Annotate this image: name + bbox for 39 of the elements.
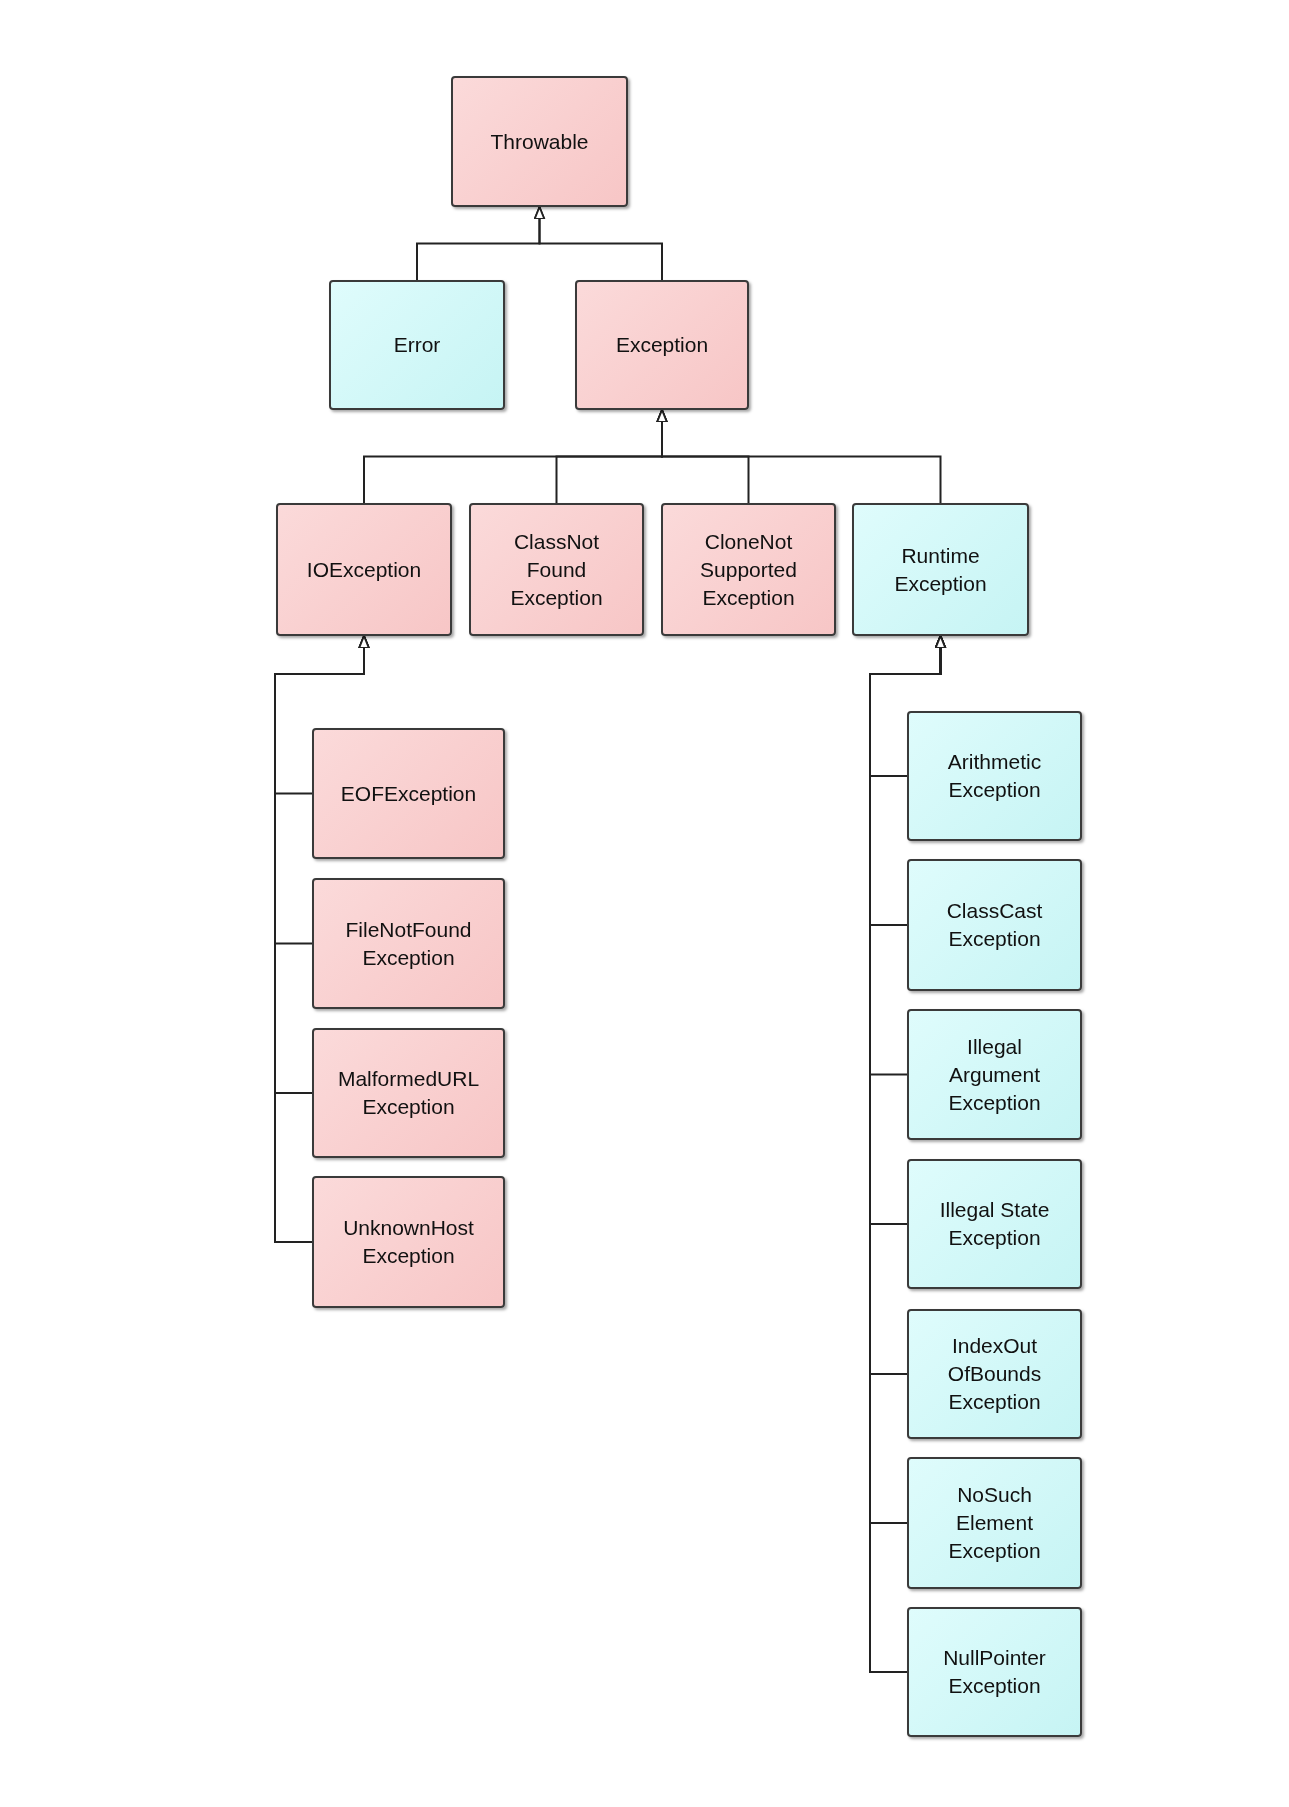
class-box [451, 76, 628, 207]
class-name: IOException [306, 556, 422, 583]
class-name: IndexOut OfBounds Exception [946, 1333, 1043, 1415]
class-box [852, 503, 1029, 636]
class-name: Error [393, 332, 441, 358]
class-box [469, 503, 644, 636]
class-name: ClassCast Exception [945, 898, 1044, 952]
class-name: Runtime Exception [893, 542, 988, 597]
class-box [276, 503, 452, 636]
class-box [312, 1176, 505, 1308]
class-name: FileNotFound Exception [344, 916, 473, 971]
class-name: NullPointer Exception [942, 1645, 1047, 1699]
class-box [907, 1607, 1082, 1737]
class-box [907, 711, 1082, 841]
class-name: Exception [615, 332, 709, 358]
class-box [907, 1159, 1082, 1289]
class-name: MalformedURL Exception [336, 1066, 481, 1120]
class-name: EOFException [340, 780, 477, 807]
class-box [312, 728, 505, 859]
inheritance-arrow [274, 635, 370, 1243]
class-box [907, 1309, 1082, 1439]
class-name: CloneNot Supported Exception [699, 528, 798, 611]
class-box [661, 503, 836, 636]
class-name: UnknownHost Exception [342, 1215, 475, 1269]
inheritance-arrow [656, 409, 942, 504]
class-box [329, 280, 505, 410]
class-box [907, 1457, 1082, 1589]
class-name: NoSuch Element Exception [947, 1482, 1042, 1564]
class-name: Arithmetic Exception [946, 749, 1043, 803]
class-name: Illegal State Exception [938, 1197, 1051, 1251]
class-box [907, 1009, 1082, 1140]
class-name: Illegal Argument Exception [947, 1033, 1042, 1116]
class-name: ClassNot Found Exception [509, 528, 604, 611]
inheritance-arrow [533, 206, 663, 281]
class-box [312, 878, 505, 1009]
class-box [312, 1028, 505, 1158]
class-box [907, 859, 1082, 991]
class-box [575, 280, 749, 410]
class-name: Throwable [490, 128, 589, 155]
